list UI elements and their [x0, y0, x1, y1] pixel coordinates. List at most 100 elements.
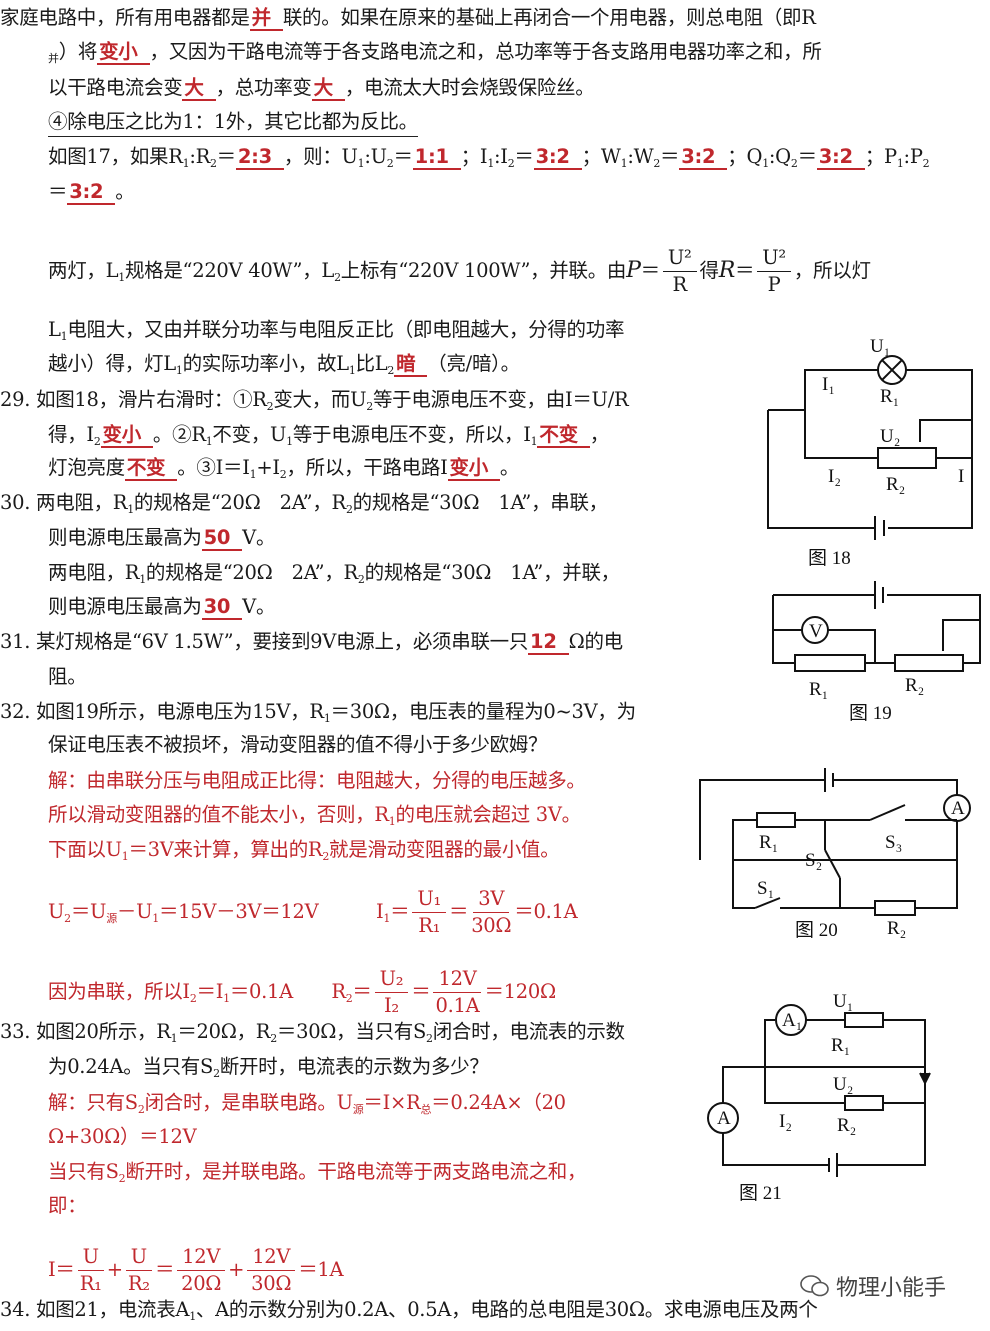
- label-r1: R₁: [759, 832, 778, 853]
- text-run: 则电源电压最高为: [48, 595, 202, 618]
- answer-blank: 12: [528, 630, 569, 655]
- text-run: 的电压就会超过 3V。: [395, 803, 582, 826]
- text-run: I＝: [48, 1258, 75, 1281]
- text-line: 两灯，L1规格是“220V 40W”，L2上标有“220V 100W”，并联。由…: [48, 245, 871, 298]
- numerator: 12V: [247, 1244, 296, 1271]
- subscript: 2: [507, 157, 515, 170]
- text-run: ＝: [448, 900, 469, 923]
- denominator: 30Ω: [251, 1272, 292, 1295]
- subscript: 1: [127, 503, 134, 516]
- subscript: 1: [388, 815, 396, 828]
- text-run: 等于电源电压不变，由I＝U/R: [372, 388, 629, 411]
- subscript: 1: [189, 1310, 196, 1323]
- text-run: ＝: [48, 180, 68, 203]
- subscript: 源: [106, 912, 117, 925]
- answer-blank: 3:2: [679, 145, 728, 170]
- subscript: 源: [352, 1103, 364, 1116]
- text-run: 联的。如果在原来的基础上再闭合一个用电器，则总电阻（即R: [282, 6, 816, 29]
- figure-20: A R₁ S₂ S₃ S₁ R₂ 图 20: [699, 768, 971, 941]
- text-line: 两电阻，R1的规格是“20Ω 2A”，R2的规格是“30Ω 1A”，并联，: [48, 559, 620, 594]
- text-run: －U: [116, 900, 153, 923]
- subscript: 2: [922, 157, 930, 170]
- subscript: 2: [345, 992, 353, 1005]
- text-run: ＝0.1A: [514, 900, 578, 923]
- text-run: 。: [115, 180, 135, 203]
- text-run: 闭合时，电流表的示数: [432, 1020, 625, 1043]
- text-line: 32. 如图19所示，电源电压为15V，R1＝30Ω，电压表的量程为0~3V，为: [0, 698, 636, 733]
- subscript: 2: [387, 364, 395, 377]
- subscript: 2: [93, 435, 101, 448]
- text-run: 34. 如图21，电流表A: [0, 1298, 190, 1321]
- label-s3: S₃: [885, 832, 902, 853]
- text-run: 29. 如图18，滑片右滑时：①R: [0, 388, 267, 411]
- answer-blank: 并: [249, 6, 283, 31]
- text-run: 的规格是“20Ω 2A”，R: [145, 561, 358, 584]
- text-line: 当只有S2断开时，是并联电路。干路电流等于两支路电流之和，: [48, 1158, 586, 1193]
- text-run: ＝30Ω，当只有S: [276, 1020, 427, 1043]
- text-run: ；W: [581, 145, 621, 168]
- text-run: 30. 两电阻，R: [0, 491, 128, 514]
- numerator: 3V: [473, 886, 510, 913]
- text-run: 。③I＝I: [177, 456, 250, 479]
- label-r2: R₂: [837, 1115, 856, 1136]
- text-run: +: [106, 1258, 123, 1281]
- text-run: 解：由串联分压与电阻成正比得：电阻越大，分得的电压越多。: [48, 769, 586, 792]
- subscript: 1: [118, 271, 125, 284]
- text-run: +I: [256, 456, 280, 479]
- label-s2: S₂: [805, 850, 822, 871]
- label-i2: I₂: [779, 1111, 792, 1132]
- text-run: :I: [494, 145, 508, 168]
- subscript: 2: [790, 157, 798, 170]
- subscript: 1: [205, 435, 213, 448]
- label-r1: R₁: [880, 386, 899, 407]
- answer-blank: 3:2: [533, 145, 582, 170]
- text-run: ＝20Ω，R: [177, 1020, 271, 1043]
- subscript: 2: [213, 1067, 220, 1080]
- subscript: 1: [762, 157, 769, 170]
- text-run: ＝: [216, 145, 237, 168]
- text-run: ，则：U: [283, 145, 358, 168]
- text-run: 、A的示数分别为0.2A、0.5A，电路的总电阻是30Ω。求电源电压及两个: [195, 1298, 818, 1321]
- answer-blank: 不变: [124, 456, 178, 481]
- subscript: 1: [60, 330, 68, 343]
- text-run: 即：: [48, 1194, 87, 1217]
- answer-blank: 3:2: [67, 180, 116, 205]
- text-run: 不变，U: [212, 423, 287, 446]
- subscript: 2: [266, 400, 274, 413]
- text-run: ＝: [154, 1258, 175, 1281]
- text-run: ＝: [411, 980, 431, 1003]
- figure-19: V R₁ R₂ 图 19: [772, 581, 981, 724]
- answer-blank: 2:3: [235, 145, 284, 170]
- text-run: ＝: [640, 259, 661, 282]
- text-line: Ω+30Ω）＝12V: [48, 1123, 197, 1151]
- text-run: ＝3V来计算，算出的R: [128, 838, 323, 861]
- denominator: R₁: [418, 914, 441, 937]
- subscript: 1: [182, 157, 190, 170]
- text-run: 断开时，是并联电路。干路电流等于两支路电流之和，: [125, 1160, 587, 1183]
- text-run: ＝: [734, 259, 755, 282]
- numerator: U₂: [374, 966, 409, 993]
- text-line: 29. 如图18，滑片右滑时：①R2变大，而U2等于电源电压不变，由I＝U/R: [0, 386, 629, 421]
- wechat-icon: [800, 1275, 829, 1297]
- text-run: ＝30Ω，电压表的量程为0~3V，为: [330, 700, 637, 723]
- text-run: 上标有“220V 100W”，并联。由: [340, 259, 627, 282]
- text-run: 。: [499, 456, 520, 479]
- numerator: U²: [662, 245, 697, 272]
- text-run: ＝: [514, 145, 534, 168]
- text-run: ）将: [58, 40, 98, 63]
- text-line: 家庭电路中，所有用电器都是并联的。如果在原来的基础上再闭合一个用电器，则总电阻（…: [0, 4, 816, 32]
- text-run: 的规格是“30Ω 1A”，并联，: [364, 561, 621, 584]
- text-line: 解：由串联分压与电阻成正比得：电阻越大，分得的电压越多。: [48, 767, 586, 795]
- text-run: 31. 某灯规格是“6V 1.5W”，要接到9V电源上，必须串联一只: [0, 630, 529, 653]
- text-run: ＝: [393, 145, 413, 168]
- answer-blank: 大: [311, 76, 345, 101]
- answer-blank: 变小: [447, 456, 500, 481]
- label-r1: R₁: [831, 1035, 850, 1056]
